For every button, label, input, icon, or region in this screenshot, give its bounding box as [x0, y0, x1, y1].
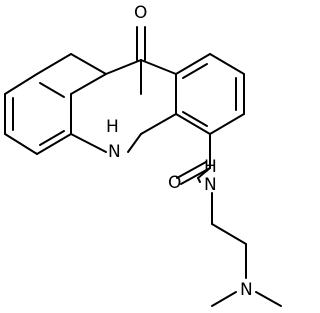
oxygen-label-top: O — [134, 3, 147, 23]
ring-nh-label-n: N — [108, 142, 121, 162]
ring-nh-label-h: H — [106, 117, 119, 137]
amide-group — [176, 133, 211, 185]
structure-canvas: O H N O N H N — [4, 3, 282, 307]
left-benzene-ring — [4, 53, 107, 155]
ethylamine-chain — [211, 192, 282, 307]
central-ring — [70, 59, 177, 153]
amide-hydrogen-label: H — [204, 157, 217, 177]
chemical-structure-diagram: O H N O N H N — [4, 3, 282, 307]
oxygen-label-amide: O — [168, 173, 181, 193]
right-benzene-ring — [140, 53, 245, 135]
carbonyl-bond-top — [136, 26, 146, 61]
amide-nitrogen-label: N — [204, 175, 217, 195]
amine-nitrogen-label: N — [240, 280, 253, 300]
